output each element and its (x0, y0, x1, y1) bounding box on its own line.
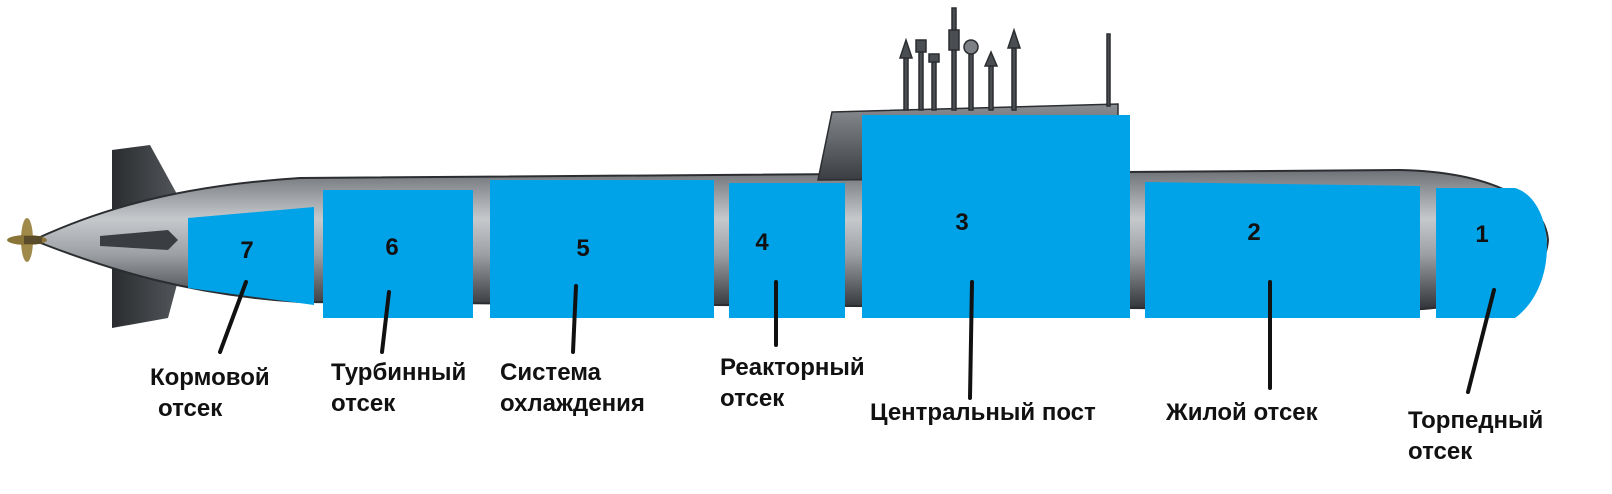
compartment-number-6: 6 (385, 234, 398, 261)
stern-hydroplane (100, 230, 178, 250)
leader-line-7 (218, 280, 248, 354)
compartment-blocks (188, 115, 1547, 318)
leader-line-3 (968, 280, 974, 400)
label-turbine-line-1: Турбинный (331, 359, 466, 386)
label-turbine-compartment: Турбинный отсек (331, 359, 473, 417)
label-stern-line-2: отсек (158, 395, 223, 422)
compartment-block-4 (729, 183, 845, 318)
label-cooling-line-1: Система (500, 359, 602, 386)
compartment-labels: Торпедный отсек Жилой отсек Центральный … (150, 354, 1550, 465)
compartment-number-3: 3 (955, 209, 968, 236)
compartment-number-1: 1 (1475, 221, 1488, 248)
masts-and-periscopes (898, 7, 1111, 111)
compartment-number-7: 7 (240, 237, 253, 264)
label-torpedo-line-2: отсек (1408, 438, 1473, 465)
leader-line-6 (380, 290, 391, 354)
label-torpedo-compartment: Торпедный отсек (1408, 407, 1550, 465)
leader-line-1 (1466, 288, 1496, 394)
label-living-compartment: Жилой отсек (1165, 399, 1319, 426)
compartment-number-4: 4 (755, 229, 769, 256)
label-cooling-system: Система охлаждения (500, 359, 645, 417)
label-stern-compartment: Кормовой отсек (150, 364, 276, 422)
label-reactor-line-1: Реакторный (720, 354, 865, 381)
label-central-post: Центральный пост (870, 399, 1096, 426)
label-torpedo-line-1: Торпедный (1408, 407, 1543, 434)
propeller (7, 218, 47, 262)
compartment-block-2 (1145, 182, 1420, 318)
label-stern-line-1: Кормовой (150, 364, 270, 391)
compartment-block-6 (323, 190, 473, 318)
label-living-line-1: Жилой отсек (1165, 399, 1319, 426)
label-central-line-1: Центральный пост (870, 399, 1096, 426)
label-cooling-line-2: охлаждения (500, 390, 645, 417)
label-reactor-compartment: Реакторный отсек (720, 354, 871, 412)
compartment-number-5: 5 (576, 235, 589, 262)
compartment-number-2: 2 (1247, 219, 1260, 246)
leader-lines (218, 280, 1496, 400)
compartment-numbers: 1 2 3 4 5 6 7 (240, 209, 1488, 264)
label-turbine-line-2: отсек (331, 390, 396, 417)
compartment-block-5 (490, 180, 714, 318)
compartment-block-7 (188, 207, 314, 305)
compartment-block-1 (1436, 188, 1547, 318)
label-reactor-line-2: отсек (720, 385, 785, 412)
compartment-block-3 (862, 115, 1130, 318)
leader-line-5 (571, 284, 578, 354)
